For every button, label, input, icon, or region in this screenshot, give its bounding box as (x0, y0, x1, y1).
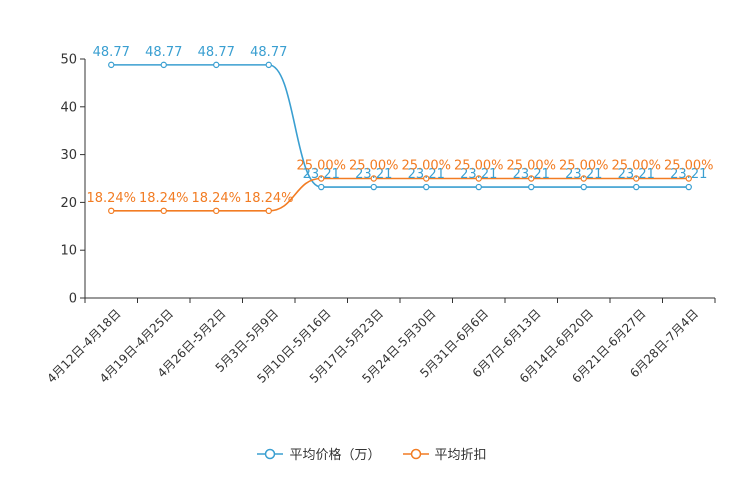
data-label: 23.21 (355, 167, 392, 182)
data-point (318, 175, 325, 182)
data-point (160, 61, 167, 69)
data-point (633, 175, 640, 182)
legend-label: 平均折扣 (434, 448, 487, 463)
y-tick-label: 20 (60, 196, 77, 211)
line-chart: 010203040504月12日-4月18日4月19日-4月25日4月26日-5… (44, 45, 716, 386)
data-label: 23.21 (670, 167, 707, 182)
data-label: 18.24% (191, 191, 241, 206)
data-label: 25.00% (296, 159, 346, 174)
data-label: 48.77 (145, 45, 182, 60)
data-label: 23.21 (408, 167, 445, 182)
data-label: 25.00% (664, 159, 714, 174)
data-label: 23.21 (618, 167, 655, 182)
chart-legend: 平均价格（万） 平均折扣 (0, 444, 744, 463)
data-point (685, 183, 692, 191)
y-tick-label: 50 (60, 53, 77, 68)
chart-data-labels: 48.77 48.77 48.77 48.77 23.21 23.21 23.21 23.21… (86, 45, 713, 206)
data-point (318, 183, 325, 191)
data-label: 23.21 (303, 167, 340, 182)
data-label: 18.24% (244, 191, 294, 206)
data-point (213, 207, 220, 215)
data-point (475, 175, 482, 182)
data-point (528, 183, 535, 191)
data-point (160, 207, 167, 215)
legend-label: 平均价格（万） (289, 448, 381, 463)
legend-item-series-1[interactable]: 平均折扣 (402, 444, 487, 463)
data-point (265, 61, 272, 69)
data-label: 25.00% (611, 159, 661, 174)
data-label: 48.77 (198, 45, 235, 60)
data-label: 18.24% (139, 191, 189, 206)
chart-series (108, 61, 692, 215)
data-label: 23.21 (460, 167, 497, 182)
data-label: 18.24% (86, 191, 136, 206)
data-point (108, 207, 115, 215)
data-point (370, 183, 377, 191)
data-point (580, 183, 587, 191)
data-point (265, 207, 272, 215)
chart-axes: 010203040504月12日-4月18日4月19日-4月25日4月26日-5… (44, 53, 716, 386)
data-label: 25.00% (506, 159, 556, 174)
y-tick-label: 0 (69, 292, 77, 307)
data-point (423, 183, 430, 191)
data-point (108, 61, 115, 69)
y-tick-label: 30 (60, 148, 77, 163)
y-tick-label: 40 (60, 100, 77, 115)
data-label: 25.00% (349, 159, 399, 174)
data-point (213, 61, 220, 69)
data-label: 48.77 (250, 45, 287, 60)
data-point (423, 175, 430, 182)
data-label: 25.00% (401, 159, 451, 174)
data-point (370, 175, 377, 182)
legend-marker-icon (257, 448, 284, 459)
data-point (475, 183, 482, 191)
data-label: 25.00% (454, 159, 504, 174)
data-label: 23.21 (513, 167, 550, 182)
y-tick-label: 10 (60, 244, 77, 259)
data-label: 48.77 (93, 45, 130, 60)
data-point (685, 175, 692, 182)
data-point (528, 175, 535, 182)
data-label: 25.00% (559, 159, 609, 174)
data-point (633, 183, 640, 191)
data-point (580, 175, 587, 182)
legend-item-series-0[interactable]: 平均价格（万） (257, 444, 381, 463)
data-label: 23.21 (565, 167, 602, 182)
legend-marker-icon (402, 448, 429, 459)
